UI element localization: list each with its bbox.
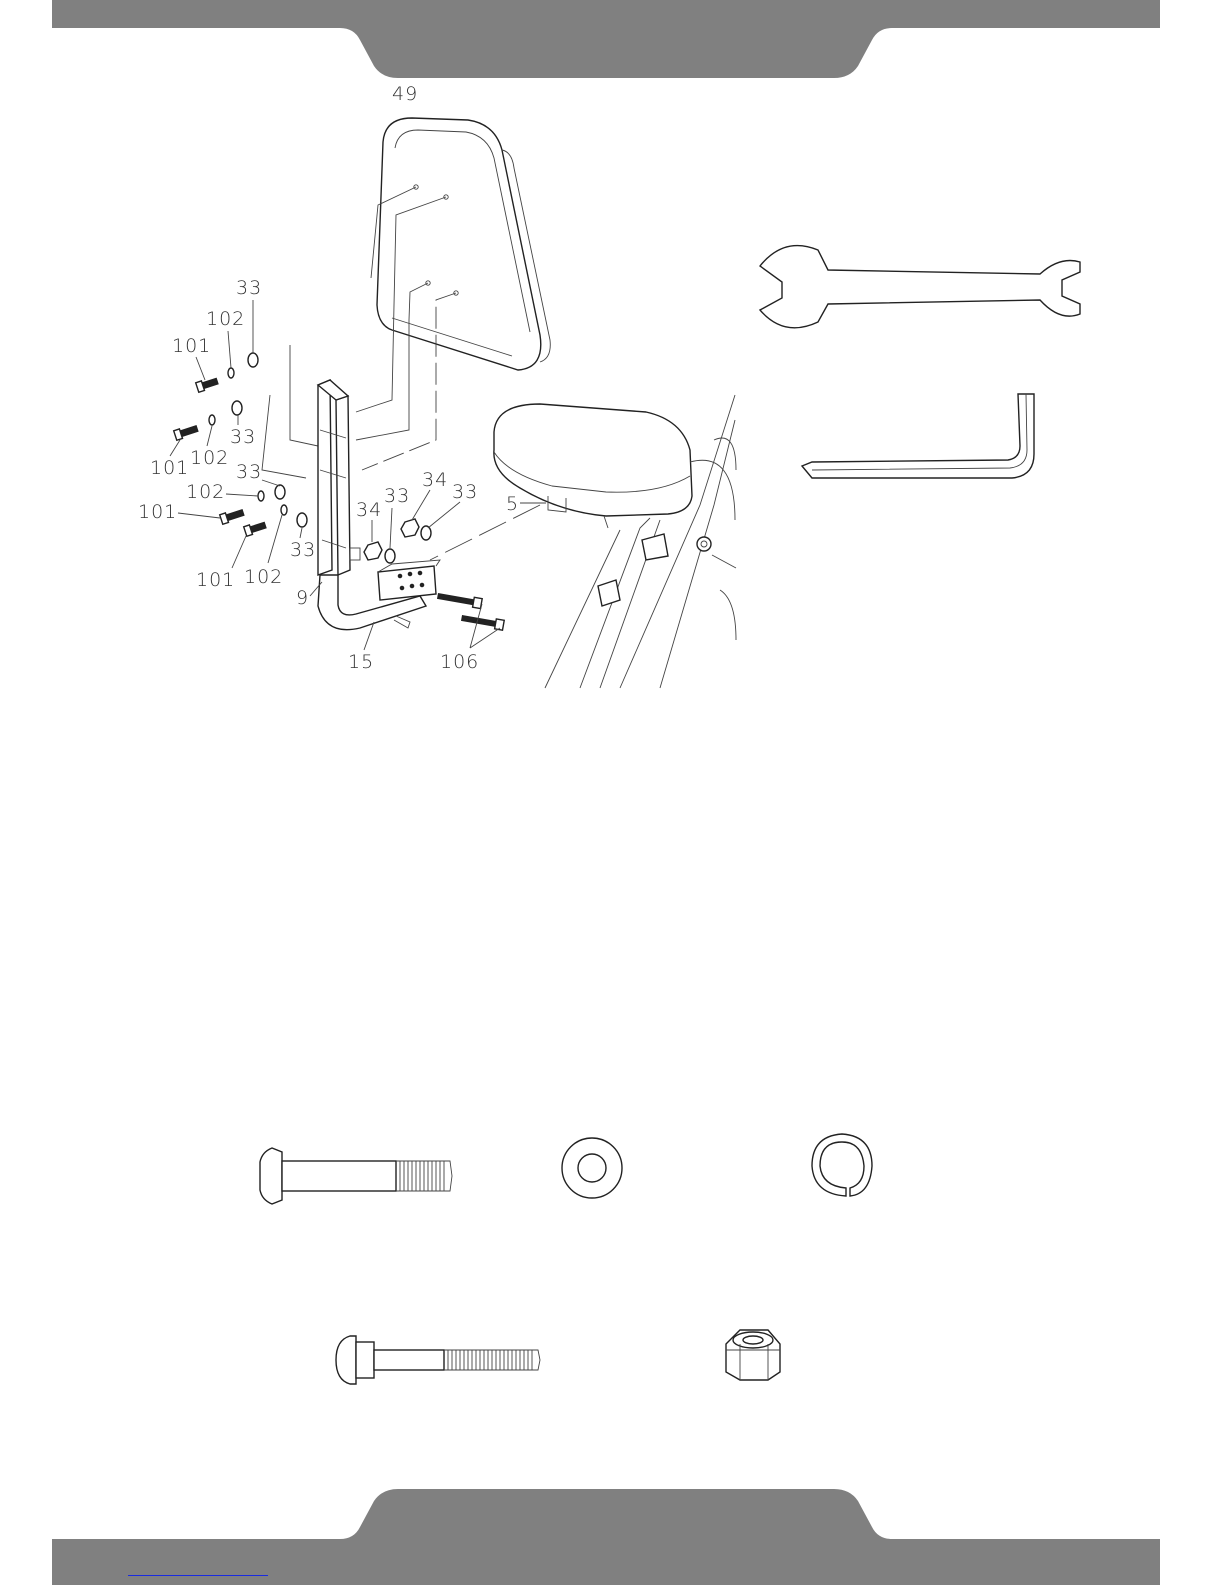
split-lock-washer-icon — [812, 1134, 872, 1196]
callout-101: 101 — [196, 569, 235, 591]
callout-33: 33 — [236, 461, 262, 483]
callout-15: 15 — [348, 651, 374, 673]
callout-102: 102 — [186, 481, 225, 503]
callout-106: 106 — [440, 651, 479, 673]
callout-101: 101 — [138, 501, 177, 523]
callout-33: 33 — [384, 485, 410, 507]
callout-102: 102 — [244, 566, 283, 588]
bolt-101 — [220, 508, 245, 525]
callout-101: 101 — [172, 335, 211, 357]
backrest-part — [377, 118, 550, 370]
callout-34: 34 — [422, 469, 448, 491]
bolt-101 — [174, 424, 199, 441]
callout-34: 34 — [356, 499, 382, 521]
bolt-101 — [196, 376, 219, 392]
wrench-icon — [760, 246, 1080, 328]
callout-9: 9 — [296, 587, 309, 609]
bike-frame — [494, 395, 736, 688]
nylon-lock-nut-icon — [726, 1330, 780, 1380]
flat-washer-icon — [562, 1138, 622, 1198]
callout-49: 49 — [392, 83, 418, 105]
callout-102: 102 — [190, 447, 229, 469]
callout-33: 33 — [452, 481, 478, 503]
bolt-101 — [244, 520, 267, 536]
button-head-bolt-icon — [260, 1148, 452, 1204]
bolts-106 — [437, 591, 504, 630]
bracket-part — [318, 380, 360, 575]
callout-33: 33 — [290, 539, 316, 561]
allen-key-icon — [802, 394, 1034, 478]
callout-101: 101 — [150, 457, 189, 479]
flange-bolt-icon — [336, 1336, 540, 1384]
callout-102: 102 — [206, 308, 245, 330]
callout-5: 5 — [506, 493, 519, 515]
slider-part — [318, 560, 440, 630]
callout-33: 33 — [236, 277, 262, 299]
callout-33: 33 — [230, 426, 256, 448]
